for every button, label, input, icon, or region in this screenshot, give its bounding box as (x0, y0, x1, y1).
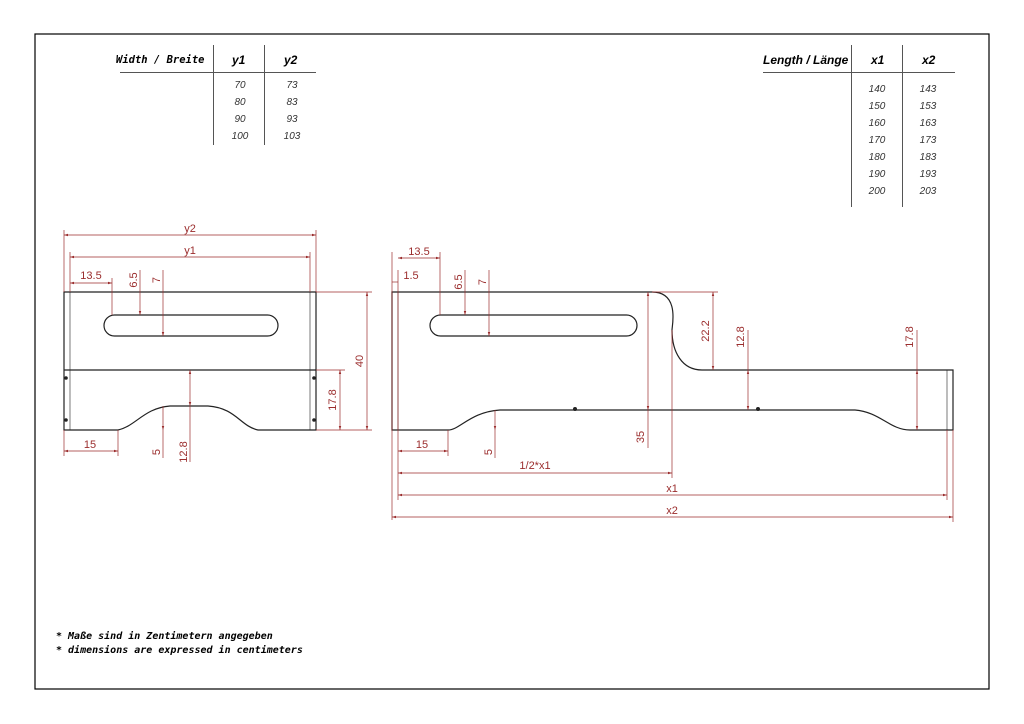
length-row-6-x2: 193 (919, 169, 937, 180)
dim-left-lower: 17.8 (327, 389, 339, 410)
sheet-frame (34, 33, 990, 690)
length-row-2-x2: 153 (919, 101, 937, 112)
dim-left-slot-offset: 13.5 (80, 270, 101, 282)
note-german: * Maße sind in Zentimetern angegeben (56, 631, 273, 642)
right-panel-outline (391, 291, 954, 431)
length-table-divider-2 (902, 45, 903, 207)
width-row-1-y2: 73 (286, 80, 298, 91)
dim-left-height: 40 (354, 355, 366, 367)
width-row-4-y2: 103 (283, 131, 301, 142)
length-table-header: Length / Länge (763, 53, 849, 67)
dim-left-cutout-height: 12.8 (178, 441, 190, 462)
width-table-rule (120, 72, 316, 73)
dim-left-cutout-depth: 5 (151, 449, 163, 455)
left-panel-holes (64, 376, 316, 422)
length-table-divider-1 (851, 45, 852, 207)
dim-left-cutout-offset: 15 (84, 439, 96, 451)
length-row-4-x2: 173 (919, 135, 937, 146)
dim-right-slot-bottom: 7 (477, 279, 489, 285)
length-row-1-x1: 140 (868, 84, 886, 95)
dim-right-height: 35 (635, 431, 647, 443)
width-row-3-y2: 93 (286, 114, 298, 125)
length-col-x2: x2 (922, 53, 936, 67)
length-row-4-x1: 170 (868, 135, 886, 146)
length-row-5-x2: 183 (919, 152, 937, 163)
dim-left-y2: y2 (184, 223, 196, 235)
length-col-x1: x1 (871, 53, 885, 67)
right-panel-holes (573, 407, 760, 411)
width-table-divider-2 (264, 45, 265, 145)
width-row-2-y2: 83 (286, 97, 298, 108)
width-col-y2: y2 (284, 53, 298, 67)
length-row-7-x1: 200 (868, 186, 886, 197)
width-table-header: Width / Breite (116, 54, 205, 66)
length-row-1-x2: 143 (919, 84, 937, 95)
dim-right-half-length: 1/2*x1 (519, 460, 550, 472)
width-row-2-y1: 80 (234, 97, 246, 108)
length-row-2-x1: 150 (868, 101, 886, 112)
dim-left-y1: y1 (184, 245, 196, 257)
dim-right-cutout-depth: 5 (483, 449, 495, 455)
dim-left-slot-top: 6.5 (128, 272, 140, 287)
width-row-4-y1: 100 (231, 131, 249, 142)
length-row-5-x1: 180 (868, 152, 886, 163)
width-row-1-y1: 70 (234, 80, 246, 91)
dim-right-step: 22.2 (700, 320, 712, 341)
dim-right-slot-offset: 13.5 (408, 246, 429, 258)
dim-right-end: 17.8 (904, 326, 916, 347)
dim-left-slot-bottom: 7 (151, 277, 163, 283)
length-table-rule (763, 72, 955, 73)
dim-right-cutout-offset: 15 (416, 439, 428, 451)
dim-right-edge: 1.5 (403, 270, 418, 282)
length-row-7-x2: 203 (919, 186, 937, 197)
length-row-3-x2: 163 (919, 118, 937, 129)
dim-right-x1: x1 (666, 483, 678, 495)
left-dimension-lines (63, 230, 372, 462)
note-english: * dimensions are expressed in centimeter… (56, 645, 303, 656)
width-table-divider-1 (213, 45, 214, 145)
length-row-3-x1: 160 (868, 118, 886, 129)
dim-right-mid: 12.8 (735, 326, 747, 347)
dim-right-slot-top: 6.5 (453, 274, 465, 289)
width-col-y1: y1 (232, 53, 246, 67)
width-row-3-y1: 90 (234, 114, 246, 125)
right-dimension-lines (391, 252, 954, 522)
dim-right-x2: x2 (666, 505, 678, 517)
length-row-6-x1: 190 (868, 169, 886, 180)
